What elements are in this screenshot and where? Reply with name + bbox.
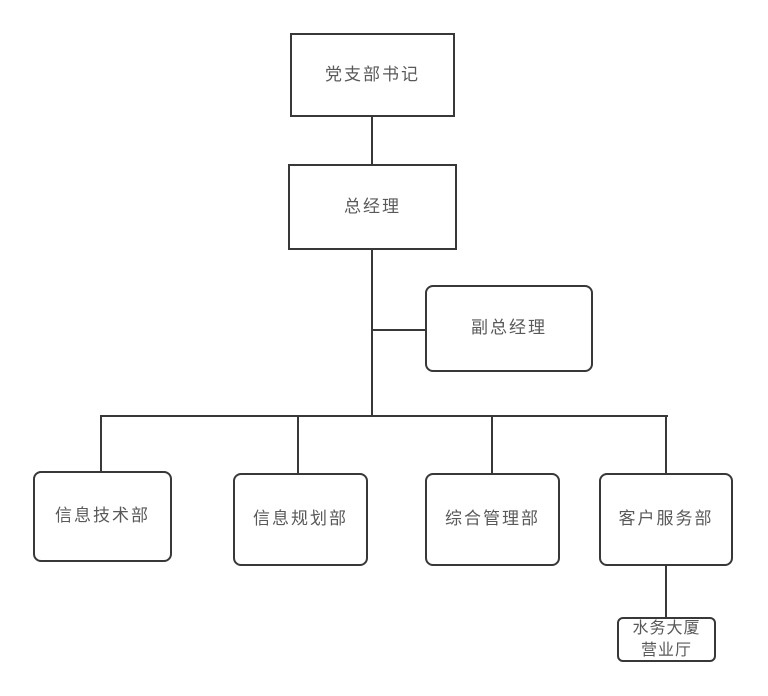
connector-branch-to-deputy-gm — [372, 329, 425, 331]
node-party-branch-secretary-label: 党支部书记 — [325, 64, 420, 84]
node-deputy-general-manager: 副总经理 — [425, 285, 593, 372]
node-party-branch-secretary: 党支部书记 — [290, 33, 455, 117]
connector-drop-customer-service — [665, 416, 667, 473]
node-water-building-business-hall: 水务大厦 营业厅 — [617, 617, 716, 662]
connector-drop-information-planning — [297, 416, 299, 473]
node-general-management-dept: 综合管理部 — [425, 473, 560, 566]
node-deputy-general-manager-label: 副总经理 — [471, 318, 547, 338]
node-customer-service-dept-label: 客户服务部 — [618, 509, 714, 529]
node-information-technology-dept: 信息技术部 — [33, 471, 172, 562]
node-general-manager: 总经理 — [288, 164, 457, 250]
connector-customer-service-to-hall — [665, 566, 667, 617]
connector-secretary-to-gm — [371, 117, 373, 164]
connector-drop-general-management — [491, 416, 493, 473]
node-information-planning-dept: 信息规划部 — [233, 473, 368, 566]
node-general-manager-label: 总经理 — [344, 196, 401, 216]
connector-drop-information-technology — [100, 416, 102, 471]
node-general-management-dept-label: 综合管理部 — [445, 509, 540, 529]
connector-distribution-bar — [100, 415, 668, 417]
node-information-planning-dept-label: 信息规划部 — [253, 509, 348, 529]
node-water-building-business-hall-label: 水务大厦 营业厅 — [632, 619, 701, 659]
node-customer-service-dept: 客户服务部 — [599, 473, 733, 566]
node-information-technology-dept-label: 信息技术部 — [55, 506, 150, 526]
connector-gm-trunk — [371, 250, 373, 417]
